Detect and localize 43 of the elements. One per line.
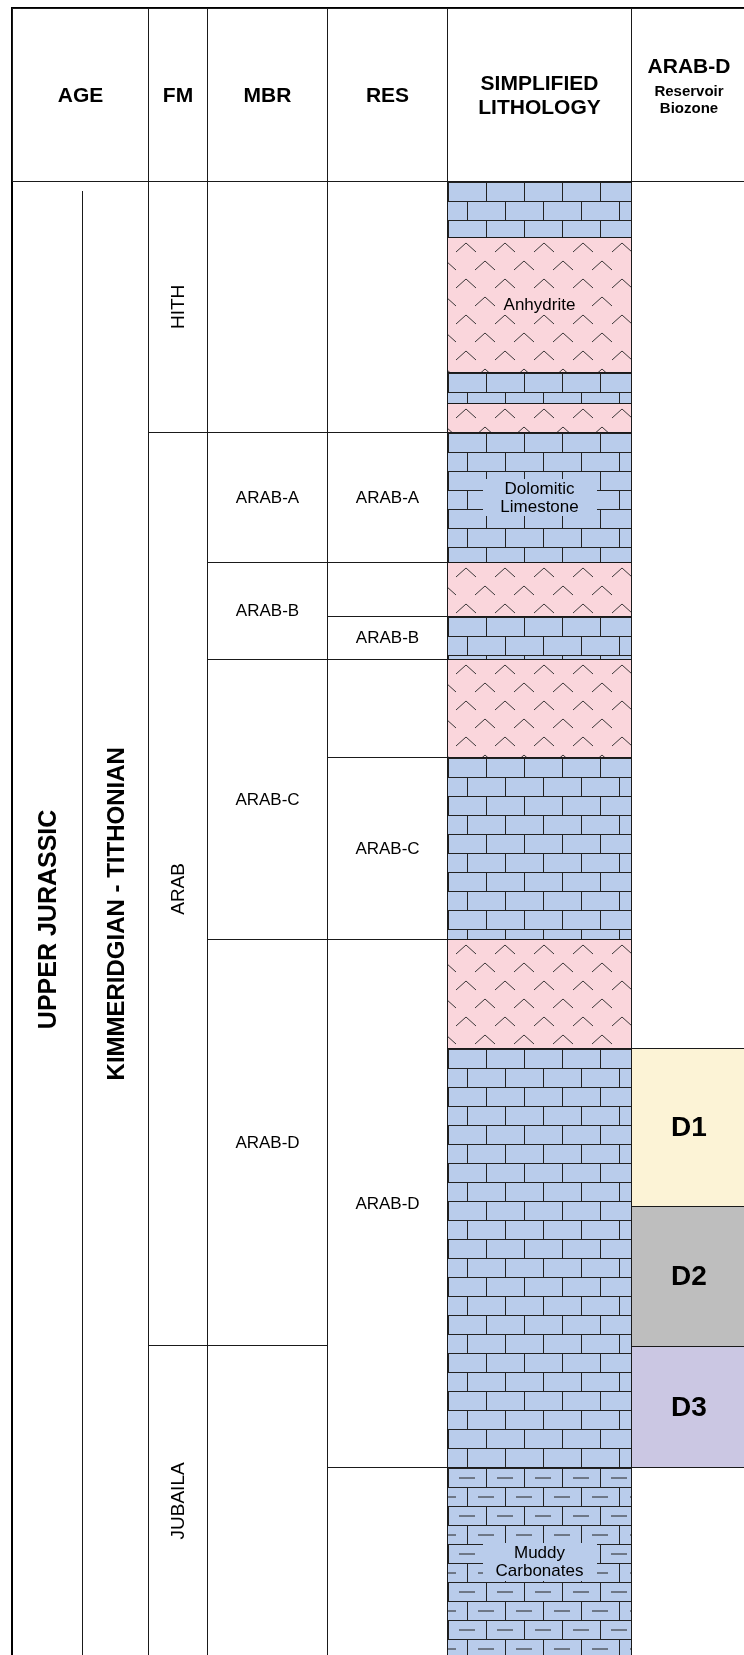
- unit-name: ARAB-B: [355, 628, 420, 648]
- biozone-band: [631, 1346, 744, 1468]
- column-heading: RES: [365, 82, 410, 108]
- anhydrite-layer: [447, 939, 632, 1049]
- anhydrite-layer: [447, 237, 632, 373]
- unit-name: ARAB-D: [235, 1132, 300, 1153]
- column-heading: FM: [162, 82, 194, 108]
- unit-name: ARAB-B: [235, 601, 300, 621]
- column-heading: SIMPLIFIED LITHOLOGY: [477, 70, 602, 120]
- limestone-layer: [447, 1048, 632, 1468]
- limestone-layer: [447, 372, 632, 404]
- formation-name: HITH: [167, 284, 189, 330]
- column-heading: MBR: [243, 82, 292, 108]
- muddy-carbonate-layer: [447, 1467, 632, 1655]
- biozone-band: [631, 1206, 744, 1347]
- unit-name: ARAB-A: [355, 487, 420, 508]
- column-heading: ARAB-D: [647, 53, 731, 78]
- header-cell: [631, 8, 744, 182]
- lithology-label: Muddy Carbonates: [482, 1543, 597, 1581]
- formation-name: ARAB: [167, 863, 189, 915]
- anhydrite-layer: [447, 659, 632, 758]
- limestone-layer: [447, 757, 632, 940]
- limestone-layer: [447, 181, 632, 238]
- age-label: KIMMERIDGIAN - TITHONIAN: [102, 747, 130, 1081]
- anhydrite-layer: [447, 403, 632, 433]
- column-heading: AGE: [57, 82, 104, 108]
- unit-name: ARAB-C: [235, 789, 300, 810]
- unit-name: ARAB-C: [355, 838, 420, 859]
- biozone-label: D3: [671, 1390, 707, 1424]
- unit-name: ARAB-A: [235, 487, 300, 508]
- lithology-label: Anhydrite: [501, 295, 578, 315]
- unit-name: ARAB-D: [355, 1193, 420, 1214]
- column-heading: Reservoir Biozone: [653, 81, 725, 117]
- limestone-layer: [447, 432, 632, 563]
- lithology-label: Dolomitic Limestone: [482, 478, 597, 517]
- limestone-layer: [447, 616, 632, 660]
- formation-name: JUBAILA: [167, 1462, 189, 1540]
- biozone-label: D1: [671, 1111, 707, 1144]
- header-cell: [12, 8, 149, 182]
- age-label: UPPER JURASSIC: [33, 809, 62, 1029]
- biozone-band: [631, 1048, 744, 1207]
- biozone-label: D2: [671, 1260, 707, 1293]
- anhydrite-layer: [447, 562, 632, 617]
